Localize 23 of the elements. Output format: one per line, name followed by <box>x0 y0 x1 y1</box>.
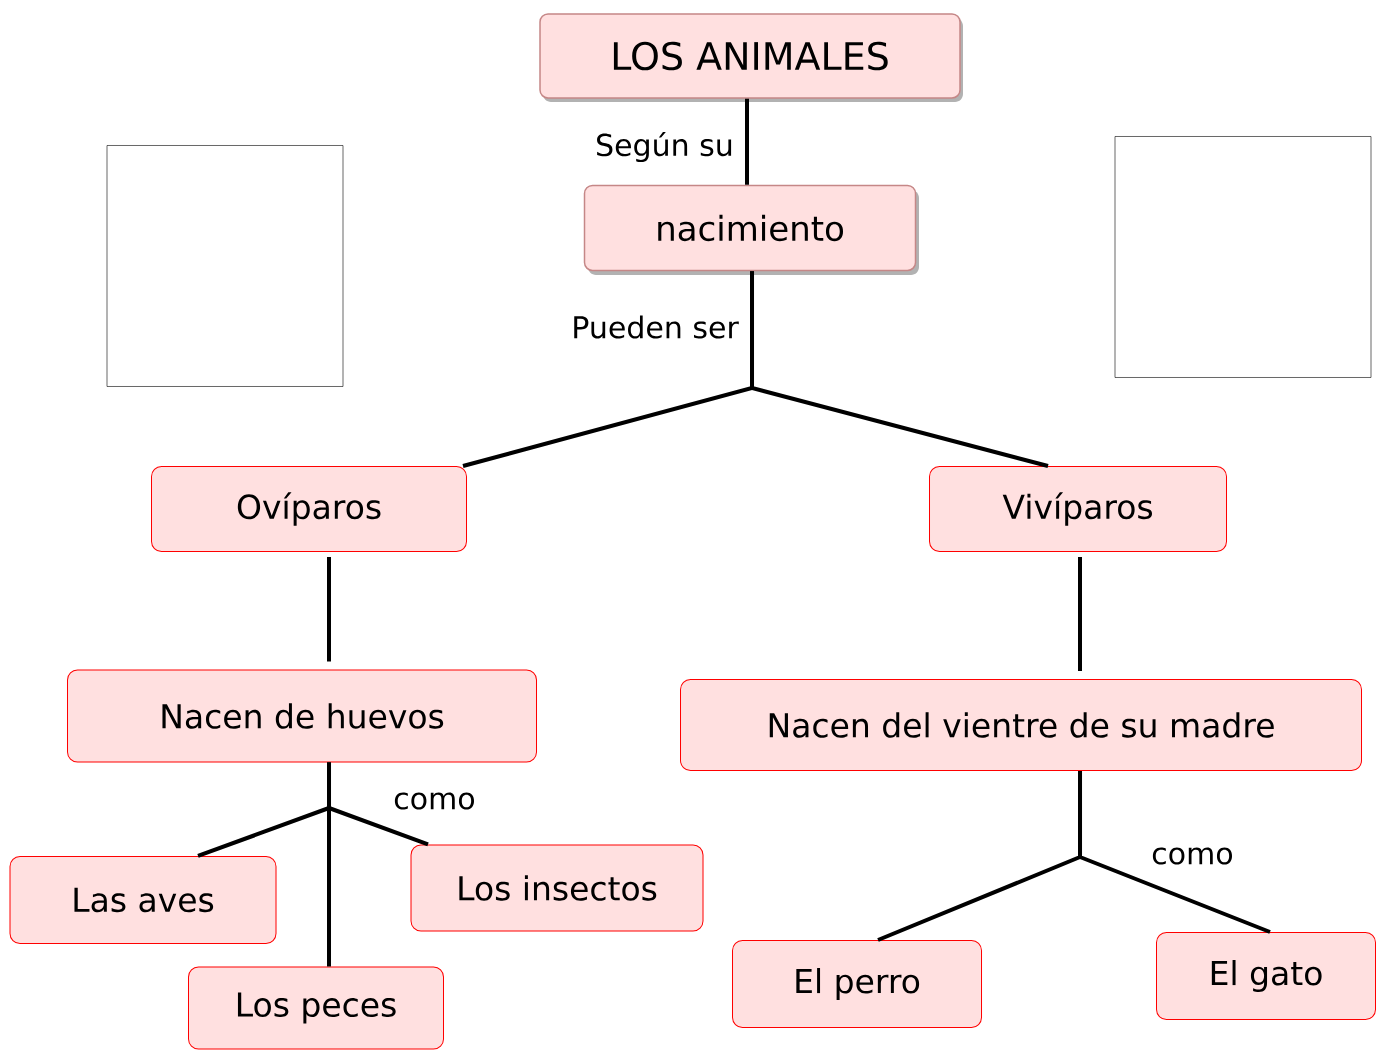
concept-box: Vivíparos <box>929 466 1227 552</box>
concept-box: Nacen del vientre de su madre <box>680 679 1362 771</box>
connector-line <box>745 98 749 185</box>
image-placeholder <box>106 145 344 387</box>
concept-box: Los insectos <box>410 844 704 932</box>
concept-box: Las aves <box>9 856 277 944</box>
edge-label: como <box>394 792 474 810</box>
concept-box: El gato <box>1156 932 1376 1020</box>
concept-box: Nacen de huevos <box>67 669 537 763</box>
concept-box: Ovíparos <box>151 466 467 552</box>
connector-line <box>1078 771 1271 934</box>
edge-label: Según su <box>597 131 732 163</box>
edge-label: Pueden ser <box>574 315 739 339</box>
connector-line <box>327 762 429 847</box>
edge-label: como <box>1152 847 1232 865</box>
image-placeholder <box>1114 136 1372 378</box>
title-box: nacimiento <box>583 184 917 272</box>
concept-box: Los peces <box>188 966 444 1050</box>
connector-line <box>327 557 331 662</box>
concept-box: El perro <box>732 940 982 1028</box>
connector-line <box>750 271 1049 468</box>
connector-line <box>1078 557 1082 671</box>
title-box: LOS ANIMALES <box>539 13 961 99</box>
